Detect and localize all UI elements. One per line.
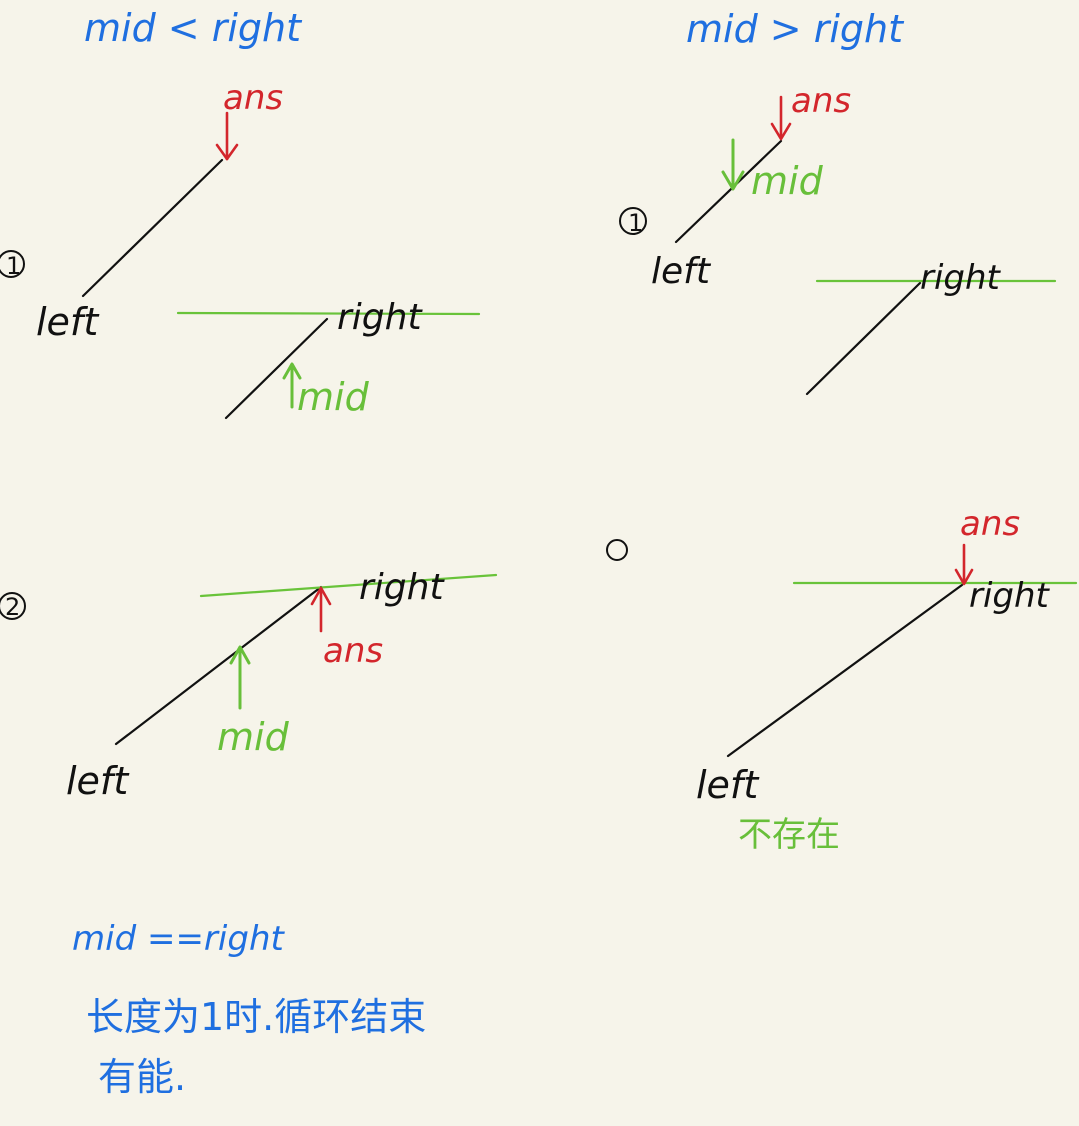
top-right-ans-arrow [770, 95, 792, 141]
bottom-left-case-number-text: 2 [5, 593, 20, 621]
top-left-mid-label: mid [297, 375, 370, 419]
top-left-right-label: right [337, 297, 423, 338]
top-right-mid-arrow [721, 138, 745, 191]
bottom-left-mid-label: mid [217, 715, 290, 759]
note-line-1: mid ==right [72, 919, 285, 959]
top-right-case-number-text: 1 [628, 209, 643, 237]
top-left-case-number: 1 [0, 250, 25, 280]
top-right-ans-label: ans [791, 81, 851, 121]
top-right-left-label: left [651, 251, 712, 292]
top-left-mid-arrow [282, 362, 302, 409]
top-left-case-number-text: 1 [6, 252, 21, 280]
bottom-left-diagram: right ans mid left 2 [0, 567, 498, 803]
header-left: mid < right [84, 6, 303, 50]
bottom-right-left-label: left [696, 763, 760, 807]
bottom-right-ans-arrow [954, 543, 974, 586]
bottom-right-diagram: ans right left 不存在 [606, 504, 1078, 855]
bottom-left-left-label: left [66, 759, 130, 803]
top-right-case-number: 1 [619, 207, 647, 237]
bottom-left-mid-arrow [229, 645, 251, 710]
top-left-left-label: left [36, 300, 100, 344]
bottom-right-case-number [606, 539, 628, 561]
top-left-ans-label: ans [223, 78, 283, 118]
top-right-mid-label: mid [751, 159, 824, 203]
bottom-right-right-label: right [969, 576, 1051, 616]
bottom-right-ans-label: ans [960, 504, 1020, 544]
bottom-right-status-label: 不存在 [738, 815, 840, 855]
top-right-diagram: ans mid left right 1 [619, 81, 1057, 396]
top-left-ans-arrow [215, 111, 239, 161]
bottom-left-case-number: 2 [0, 592, 26, 621]
bottom-left-ans-label: ans [323, 631, 383, 671]
note-line-3: 有能. [98, 1055, 186, 1099]
bottom-left-ans-arrow [310, 586, 332, 633]
top-left-diagram: ans left right mid 1 [0, 78, 481, 420]
bottom-left-right-label: right [359, 567, 445, 608]
note-line-2: 长度为1时.循环结束 [86, 995, 426, 1039]
top-right-right-label: right [920, 258, 1002, 298]
header-right: mid > right [686, 7, 905, 51]
